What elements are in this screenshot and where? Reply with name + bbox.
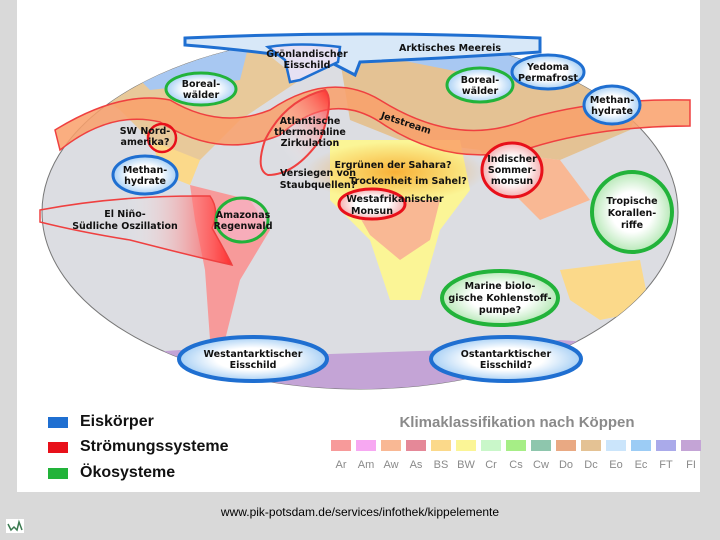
legend-ice-bodies: Eiskörper xyxy=(48,412,154,432)
koppen-class-ec: Ec xyxy=(631,440,651,471)
koppen-swatch xyxy=(656,440,676,451)
svg-text:Boreal-wälder: Boreal-wälder xyxy=(182,79,221,101)
koppen-code: Dc xyxy=(584,459,598,471)
legend-ecosystems: Ökosysteme xyxy=(48,463,175,483)
koppen-swatch xyxy=(581,440,601,451)
koppen-class-ft: FT xyxy=(656,440,676,471)
circle-marine-pump: Marine biolo-gische Kohlenstoff-pumpe? xyxy=(440,269,560,327)
circle-boreal-na: Boreal-wälder xyxy=(164,71,238,107)
koppen-swatch xyxy=(356,440,376,451)
koppen-code: Am xyxy=(357,459,375,471)
koppen-class-fi: FI xyxy=(681,440,701,471)
circle-methane-west: Methan-hydrate xyxy=(111,154,179,196)
koppen-code: FI xyxy=(686,459,696,471)
koppen-class-ar: Ar xyxy=(331,440,351,471)
greenland-ice-outline xyxy=(264,43,342,84)
legend-label: Strömungssysteme xyxy=(80,438,229,455)
koppen-class-as: As xyxy=(406,440,426,471)
sahara-region xyxy=(305,142,485,202)
koppen-swatch xyxy=(606,440,626,451)
label-arctic-sea-ice: Arktisches Meereis xyxy=(399,43,501,54)
label-sahara-greening: Ergrünen der Sahara? xyxy=(335,160,452,171)
koppen-swatch xyxy=(381,440,401,451)
koppen-swatch xyxy=(406,440,426,451)
legend-circulation-systems: Strömungssysteme xyxy=(48,437,229,457)
svg-text:Marine biolo-gische Kohlenstof: Marine biolo-gische Kohlenstoff-pumpe? xyxy=(448,281,551,316)
koppen-class-eo: Eo xyxy=(606,440,626,471)
koppen-code: Cw xyxy=(533,459,549,471)
koppen-class-am: Am xyxy=(356,440,376,471)
label-sahel-drought: Trockenheit im Sahel? xyxy=(349,176,467,187)
svg-text:Boreal-wälder: Boreal-wälder xyxy=(461,75,500,97)
svg-text:SW Nord-amerika?: SW Nord-amerika? xyxy=(120,126,171,148)
koppen-swatch xyxy=(531,440,551,451)
circle-sw-north-america: SW Nord-amerika? xyxy=(120,122,178,154)
legend-label: Ökosysteme xyxy=(80,464,176,481)
pik-logo-icon xyxy=(6,519,24,533)
koppen-class-cs: Cs xyxy=(506,440,526,471)
circle-methane-east: Methan-hydrate xyxy=(582,84,642,126)
koppen-code: As xyxy=(409,459,423,471)
koppen-code: FT xyxy=(659,459,673,471)
koppen-class-bw: BW xyxy=(456,440,476,471)
svg-text:Methan-hydrate: Methan-hydrate xyxy=(590,95,634,117)
legend-swatch-green xyxy=(48,467,68,479)
koppen-legend: Ar Am Aw As BS BW Cr Cs Cw Do Dc Eo Ec FT FI xyxy=(331,440,701,471)
jetstream-band xyxy=(54,86,691,156)
koppen-swatch xyxy=(481,440,501,451)
koppen-swatch xyxy=(331,440,351,451)
label-enso: El Niño-Südliche Oszillation xyxy=(72,209,178,232)
koppen-class-aw: Aw xyxy=(381,440,401,471)
koppen-legend-title: Klimaklassifikation nach Köppen xyxy=(399,414,635,431)
koppen-code: Eo xyxy=(609,459,623,471)
svg-text:Methan-hydrate: Methan-hydrate xyxy=(123,165,167,187)
legend-swatch-blue xyxy=(48,416,68,428)
koppen-class-do: Do xyxy=(556,440,576,471)
koppen-code: BS xyxy=(433,459,449,471)
koppen-swatch xyxy=(681,440,701,451)
koppen-swatch xyxy=(631,440,651,451)
koppen-swatch xyxy=(506,440,526,451)
circle-boreal-eu: Boreal-wälder xyxy=(445,66,515,104)
koppen-code: Cr xyxy=(485,459,497,471)
koppen-class-dc: Dc xyxy=(581,440,601,471)
enso-outline xyxy=(39,195,234,267)
koppen-class-cr: Cr xyxy=(481,440,501,471)
koppen-swatch xyxy=(556,440,576,451)
source-url[interactable]: www.pik-potsdam.de/services/infothek/kip… xyxy=(220,505,500,519)
legend-swatch-red xyxy=(48,441,68,453)
koppen-class-cw: Cw xyxy=(531,440,551,471)
koppen-code: Ec xyxy=(634,459,648,471)
koppen-swatch xyxy=(456,440,476,451)
koppen-code: Ar xyxy=(335,459,347,471)
koppen-class-bs: BS xyxy=(431,440,451,471)
koppen-code: Cs xyxy=(509,459,523,471)
amoc-outline xyxy=(259,88,330,177)
koppen-code: Do xyxy=(558,459,574,471)
koppen-swatch xyxy=(431,440,451,451)
koppen-code: Aw xyxy=(383,459,399,471)
legend-label: Eiskörper xyxy=(80,413,154,430)
koppen-code: BW xyxy=(457,459,475,471)
arctic-sea-ice-outline xyxy=(183,32,542,78)
